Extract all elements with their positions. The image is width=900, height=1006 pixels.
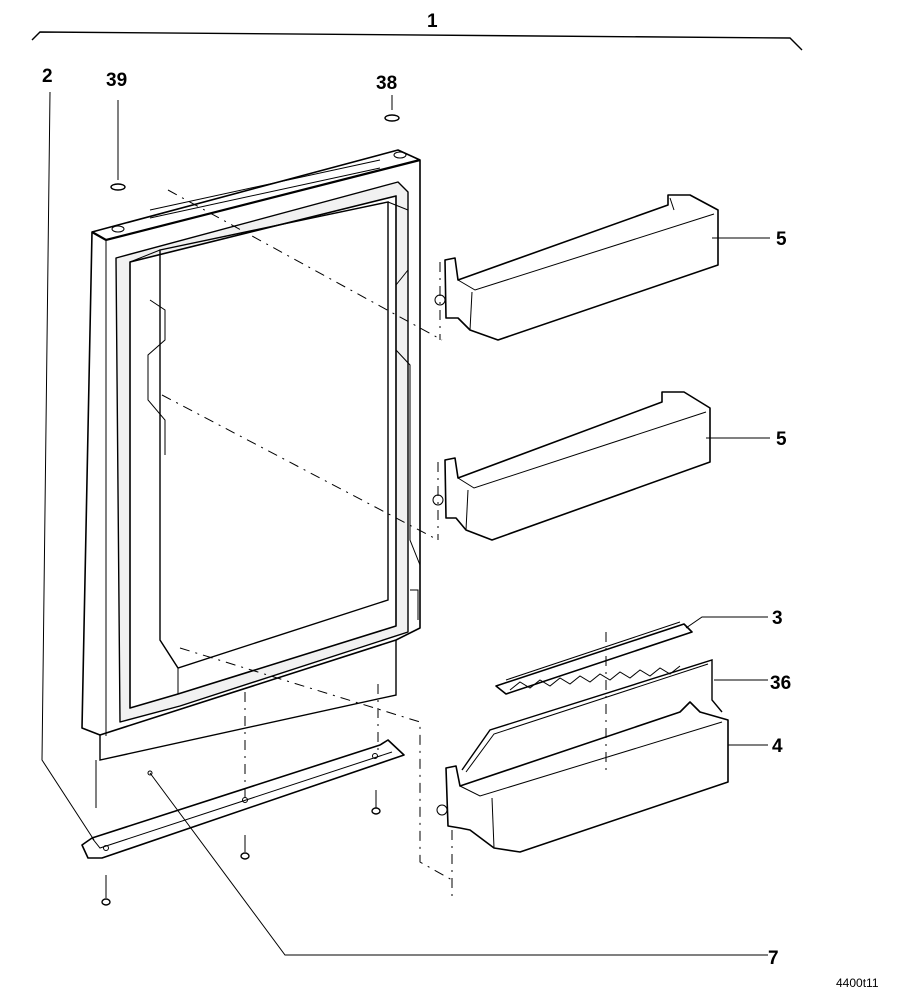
retainer-strip: [495, 621, 693, 695]
callout-4: 4: [772, 736, 783, 757]
door-shelf-middle: [432, 391, 711, 541]
callout-39: 39: [106, 70, 127, 91]
callout-1: 1: [427, 11, 438, 32]
hinge-bushing-39: [110, 100, 126, 191]
leader-lines: [41, 91, 770, 956]
assembly-bracket: [31, 31, 803, 51]
callout-7: 7: [768, 948, 779, 969]
assembly-guide-lines: [161, 189, 607, 900]
callout-5-upper: 5: [776, 229, 787, 250]
callout-38: 38: [376, 73, 397, 94]
callout-2: 2: [42, 66, 53, 87]
door-frame: [81, 149, 421, 808]
callout-3: 3: [772, 608, 783, 629]
bottle-shelf: [436, 701, 729, 853]
drawing-code: 4400t11: [836, 976, 879, 990]
bottom-bracket: [81, 739, 405, 859]
wire-retainer: [461, 659, 723, 773]
hinge-bushing-38: [384, 95, 400, 122]
door-shelf-upper: [434, 194, 719, 341]
callout-5-middle: 5: [776, 429, 787, 450]
callout-36: 36: [770, 673, 791, 694]
screws: [101, 790, 381, 906]
